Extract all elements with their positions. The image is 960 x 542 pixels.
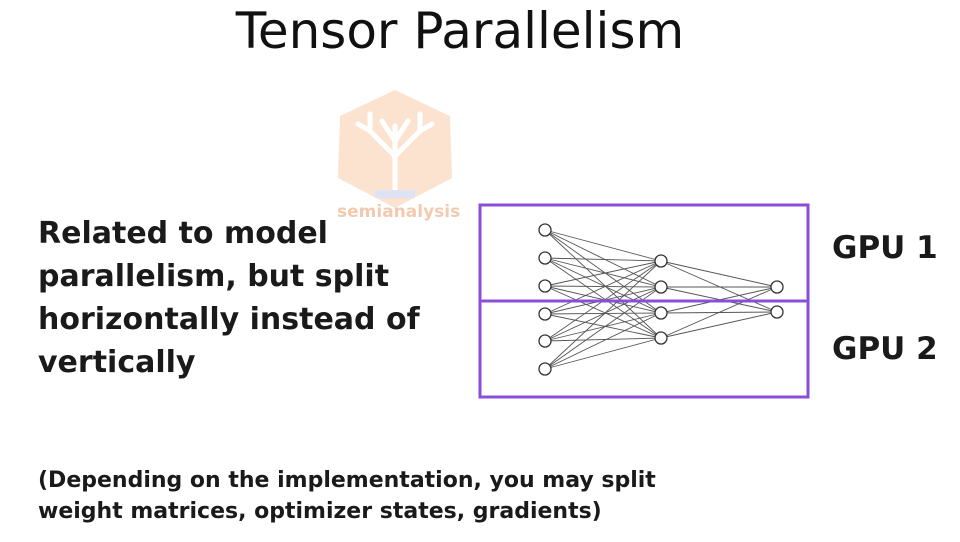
gpu1-label: GPU 1 [832, 230, 938, 266]
network-edge [544, 257, 662, 262]
network-edge [660, 286, 778, 339]
network-edges [544, 229, 778, 370]
network-node [538, 307, 552, 321]
network-node [538, 362, 552, 376]
network-edge [544, 229, 662, 339]
gpu2-label: GPU 2 [832, 331, 938, 367]
network-node [654, 331, 668, 345]
network-edge [544, 257, 662, 339]
network-edge [544, 285, 662, 339]
network-nodes [538, 223, 784, 376]
network-edge [544, 286, 662, 342]
network-edge [544, 260, 662, 315]
network-edge [544, 313, 662, 339]
network-node [770, 305, 784, 319]
network-node [654, 306, 668, 320]
network-edge [544, 257, 662, 314]
network-node [654, 280, 668, 294]
network-edge [660, 311, 778, 339]
network-edge [660, 260, 778, 288]
network-edge [544, 260, 662, 370]
network-edge [544, 312, 662, 370]
network-edge [544, 337, 662, 370]
network-edge [544, 312, 662, 342]
network-edge [544, 260, 662, 287]
network-edge [544, 229, 662, 262]
network-edge [544, 312, 662, 315]
network-node [538, 279, 552, 293]
semianalysis-logo [338, 90, 452, 208]
network-node [654, 254, 668, 268]
network-edge [544, 257, 662, 288]
network-node [538, 223, 552, 237]
network-node [538, 334, 552, 348]
network-edge [544, 337, 662, 342]
watermark-text: semianalysis [337, 202, 461, 222]
network-edge [544, 229, 662, 288]
lead-text: Related to model parallelism, but split … [38, 216, 420, 380]
network-edge [544, 285, 662, 288]
network-edge [660, 260, 778, 313]
network-node [538, 251, 552, 265]
network-node [770, 280, 784, 294]
network-edge [544, 229, 662, 314]
footnote-text: (Depending on the implementation, you ma… [38, 468, 656, 524]
gpu2-partition [478, 299, 810, 399]
page-title: Tensor Parallelism [235, 2, 685, 60]
